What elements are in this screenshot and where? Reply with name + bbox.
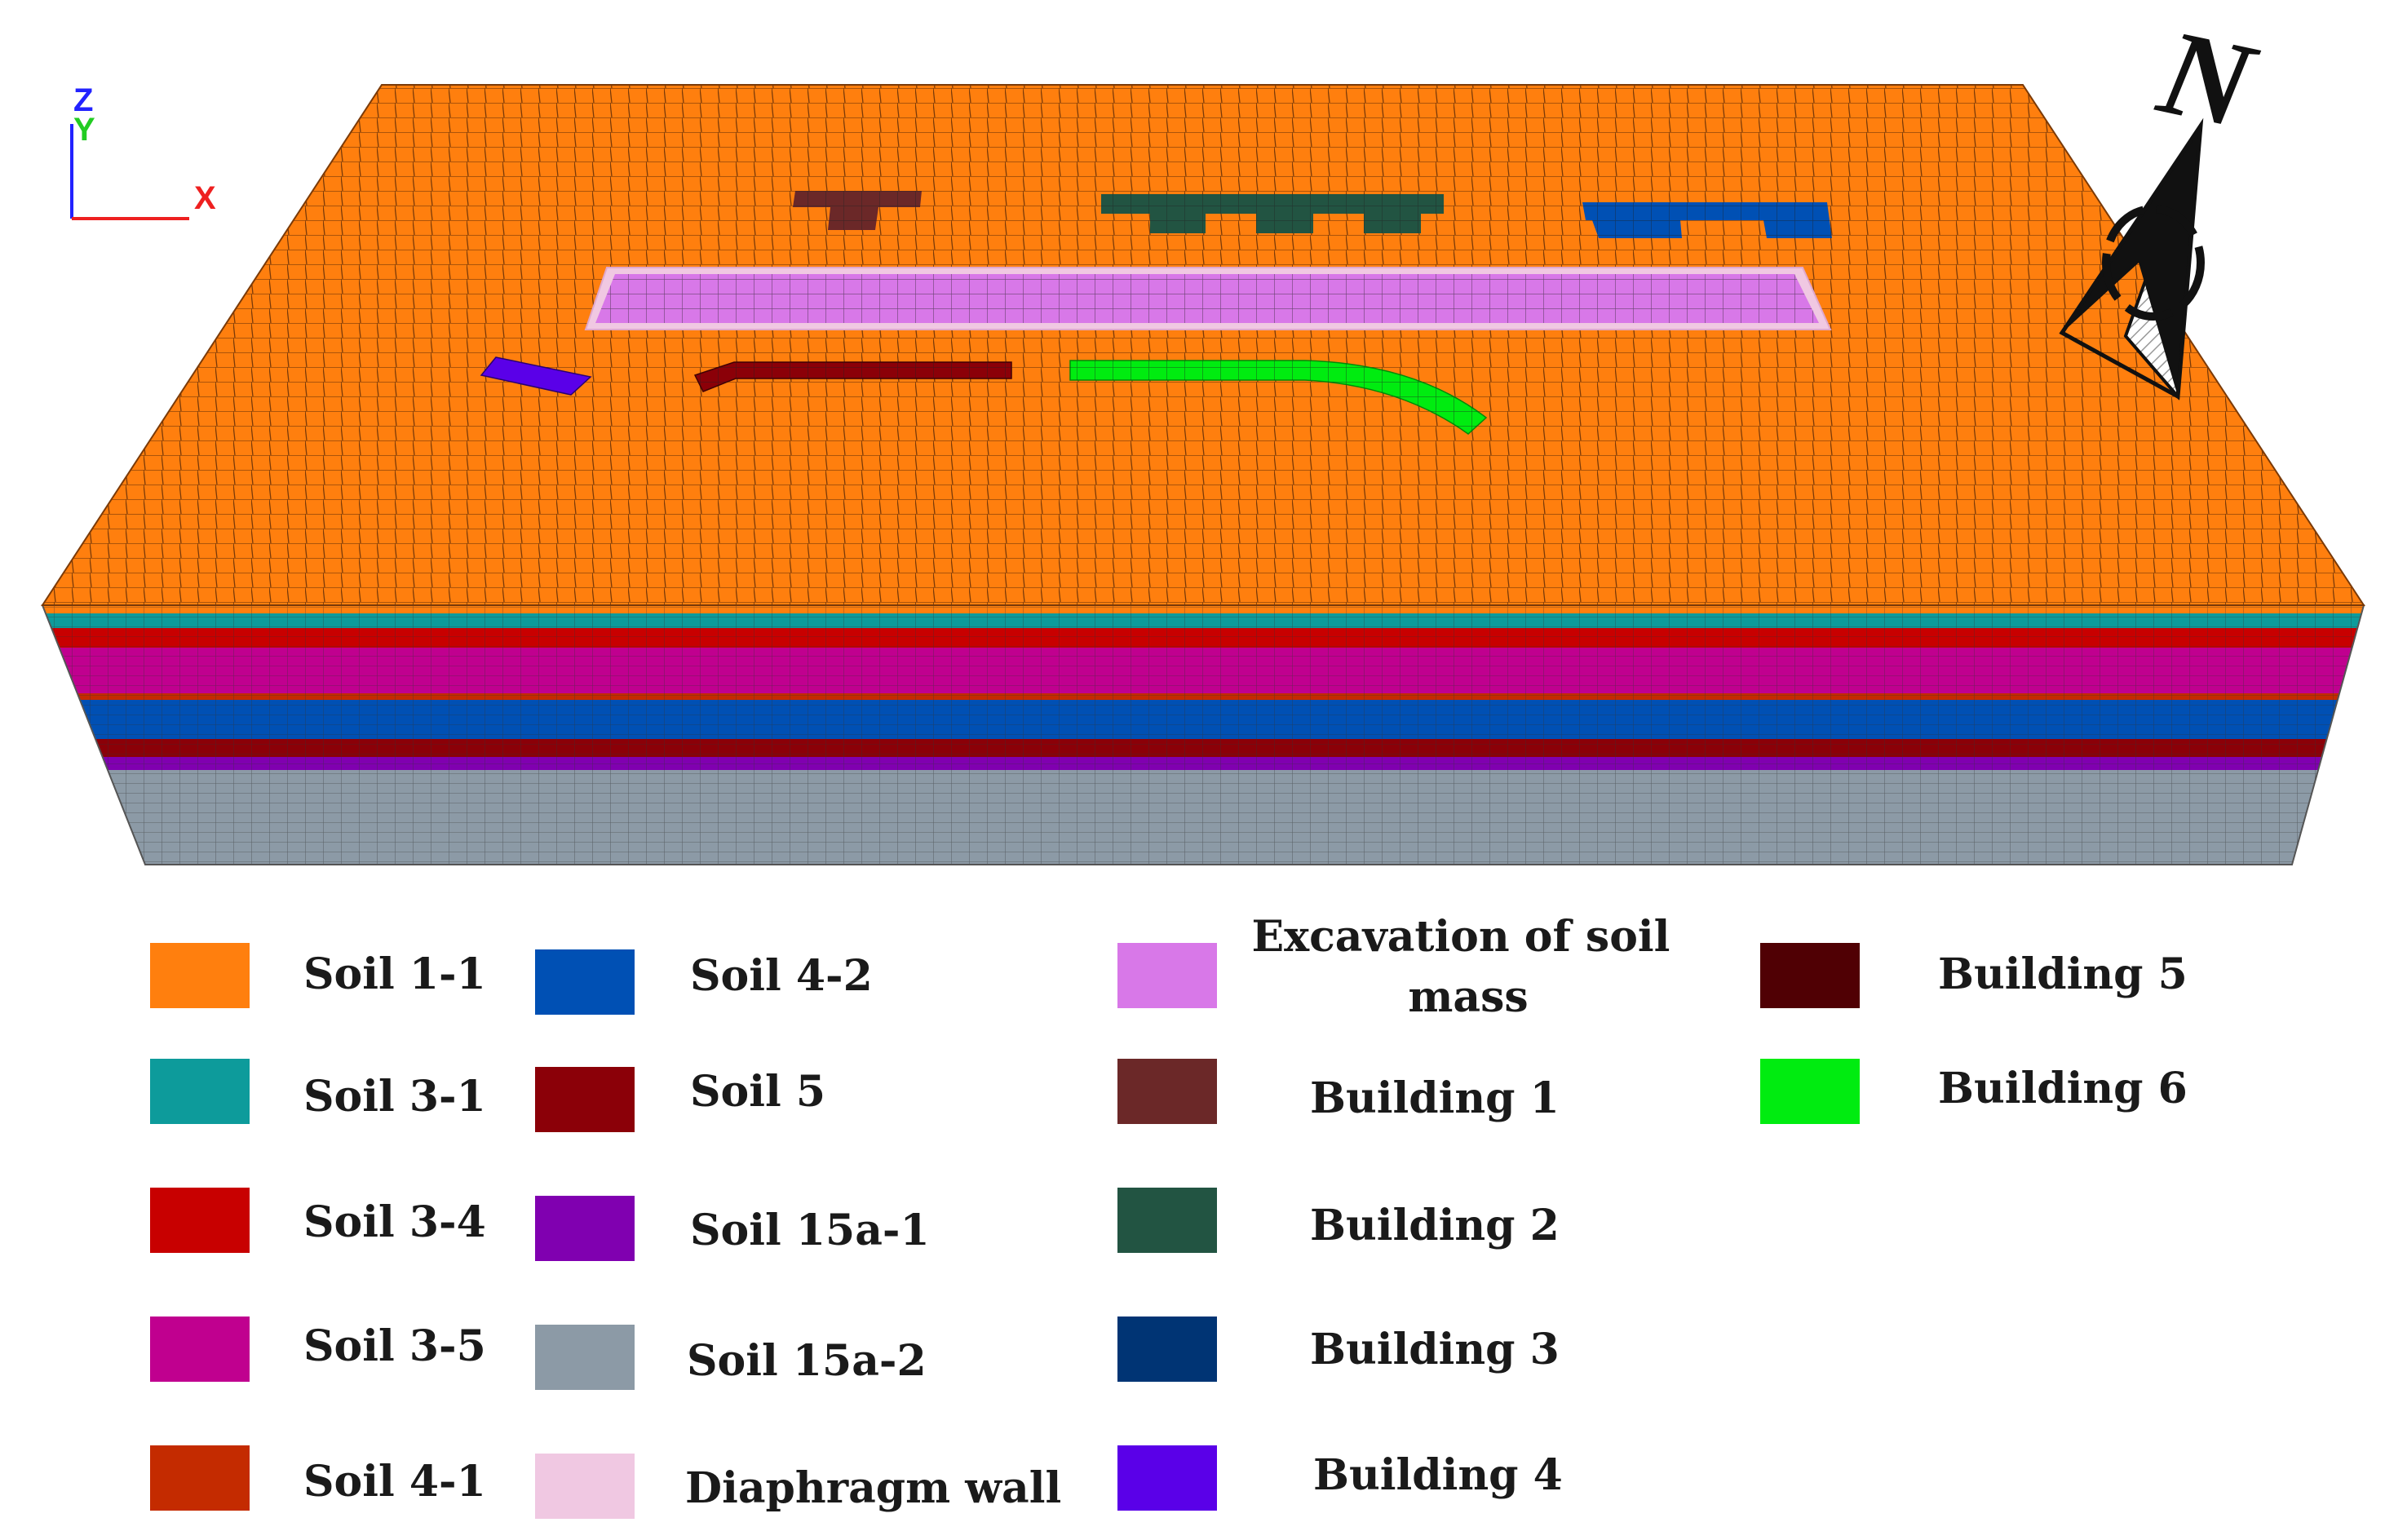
side-mesh-overlay: [42, 605, 2364, 865]
excavation-mesh: [595, 274, 1819, 323]
legend-label-soil-3-4: Soil 3-4: [303, 1197, 486, 1247]
building-6-mesh: [1070, 361, 1486, 434]
legend-label-soil-5: Soil 5: [690, 1067, 825, 1117]
legend-label-building-1: Building 1: [1310, 1073, 1560, 1123]
north-arrow-dark-half: [2062, 126, 2201, 396]
legend-label-soil-4-2: Soil 4-2: [690, 951, 873, 1001]
coordinate-axes: Z Y X: [70, 82, 216, 220]
legend-swatch-building-1: [1117, 1059, 1217, 1124]
legend-swatch-soil-15a-2: [535, 1325, 635, 1390]
legend-label-soil-15a-1: Soil 15a-1: [690, 1206, 930, 1255]
legend-swatch-excavation: [1117, 943, 1217, 1008]
legend-swatch-soil-3-1: [150, 1059, 250, 1124]
legend-label-excavation: Excavation of soil mass: [1252, 912, 1685, 1022]
legend-swatch-soil-3-4: [150, 1188, 250, 1253]
legend-label-building-4: Building 4: [1313, 1450, 1563, 1500]
legend-swatch-soil-1-1: [150, 943, 250, 1008]
legend-label-soil-3-1: Soil 3-1: [303, 1072, 486, 1122]
legend-swatch-building-4: [1117, 1445, 1217, 1511]
z-axis-label: Z: [73, 82, 93, 118]
north-arrow-ring: [2102, 205, 2205, 321]
legend-label-soil-15a-2: Soil 15a-2: [687, 1336, 927, 1386]
legend-label-soil-3-5: Soil 3-5: [303, 1321, 486, 1371]
legend-label-building-6: Building 6: [1938, 1064, 2188, 1113]
legend-swatch-soil-3-5: [150, 1317, 250, 1382]
legend-swatch-soil-4-1: [150, 1445, 250, 1511]
north-label: N: [2148, 3, 2268, 155]
legend-label-soil-1-1: Soil 1-1: [303, 949, 486, 999]
top-face-soil-1-1: [41, 84, 2365, 606]
legend-swatch-soil-15a-1: [535, 1196, 635, 1261]
legend-swatch-building-2: [1117, 1188, 1217, 1253]
building-3-mesh: [1582, 202, 1832, 238]
legend: Soil 1-1 Soil 3-1 Soil 3-4 Soil 3-5 Soil…: [150, 912, 2188, 1519]
legend-label-building-3: Building 3: [1310, 1325, 1560, 1374]
legend-label-soil-4-1: Soil 4-1: [303, 1457, 486, 1507]
building-4-footprint: [480, 356, 592, 396]
legend-label-diaphragm-wall: Diaphragm wall: [685, 1463, 1061, 1513]
legend-label-excavation-line2: mass: [1408, 972, 1528, 1022]
legend-label-building-5: Building 5: [1938, 949, 2188, 999]
north-arrow-outline: [2059, 117, 2204, 400]
side-face-soil-layers: [42, 605, 2364, 865]
legend-label-building-2: Building 2: [1310, 1201, 1560, 1250]
legend-swatch-building-6: [1760, 1059, 1860, 1124]
legend-swatch-soil-4-2: [535, 949, 635, 1015]
x-axis-label: X: [194, 180, 216, 216]
legend-label-excavation-line1: Excavation of soil: [1252, 912, 1670, 962]
legend-swatch-building-5: [1760, 943, 1860, 1008]
legend-swatch-soil-5: [535, 1067, 635, 1132]
y-axis-label: Y: [73, 112, 95, 148]
building-1-mesh: [793, 191, 922, 230]
building-5-mesh: [695, 362, 1011, 392]
legend-swatch-diaphragm-wall: [535, 1454, 635, 1519]
legend-swatch-building-3: [1117, 1317, 1217, 1382]
building-2-mesh: [1101, 194, 1444, 233]
